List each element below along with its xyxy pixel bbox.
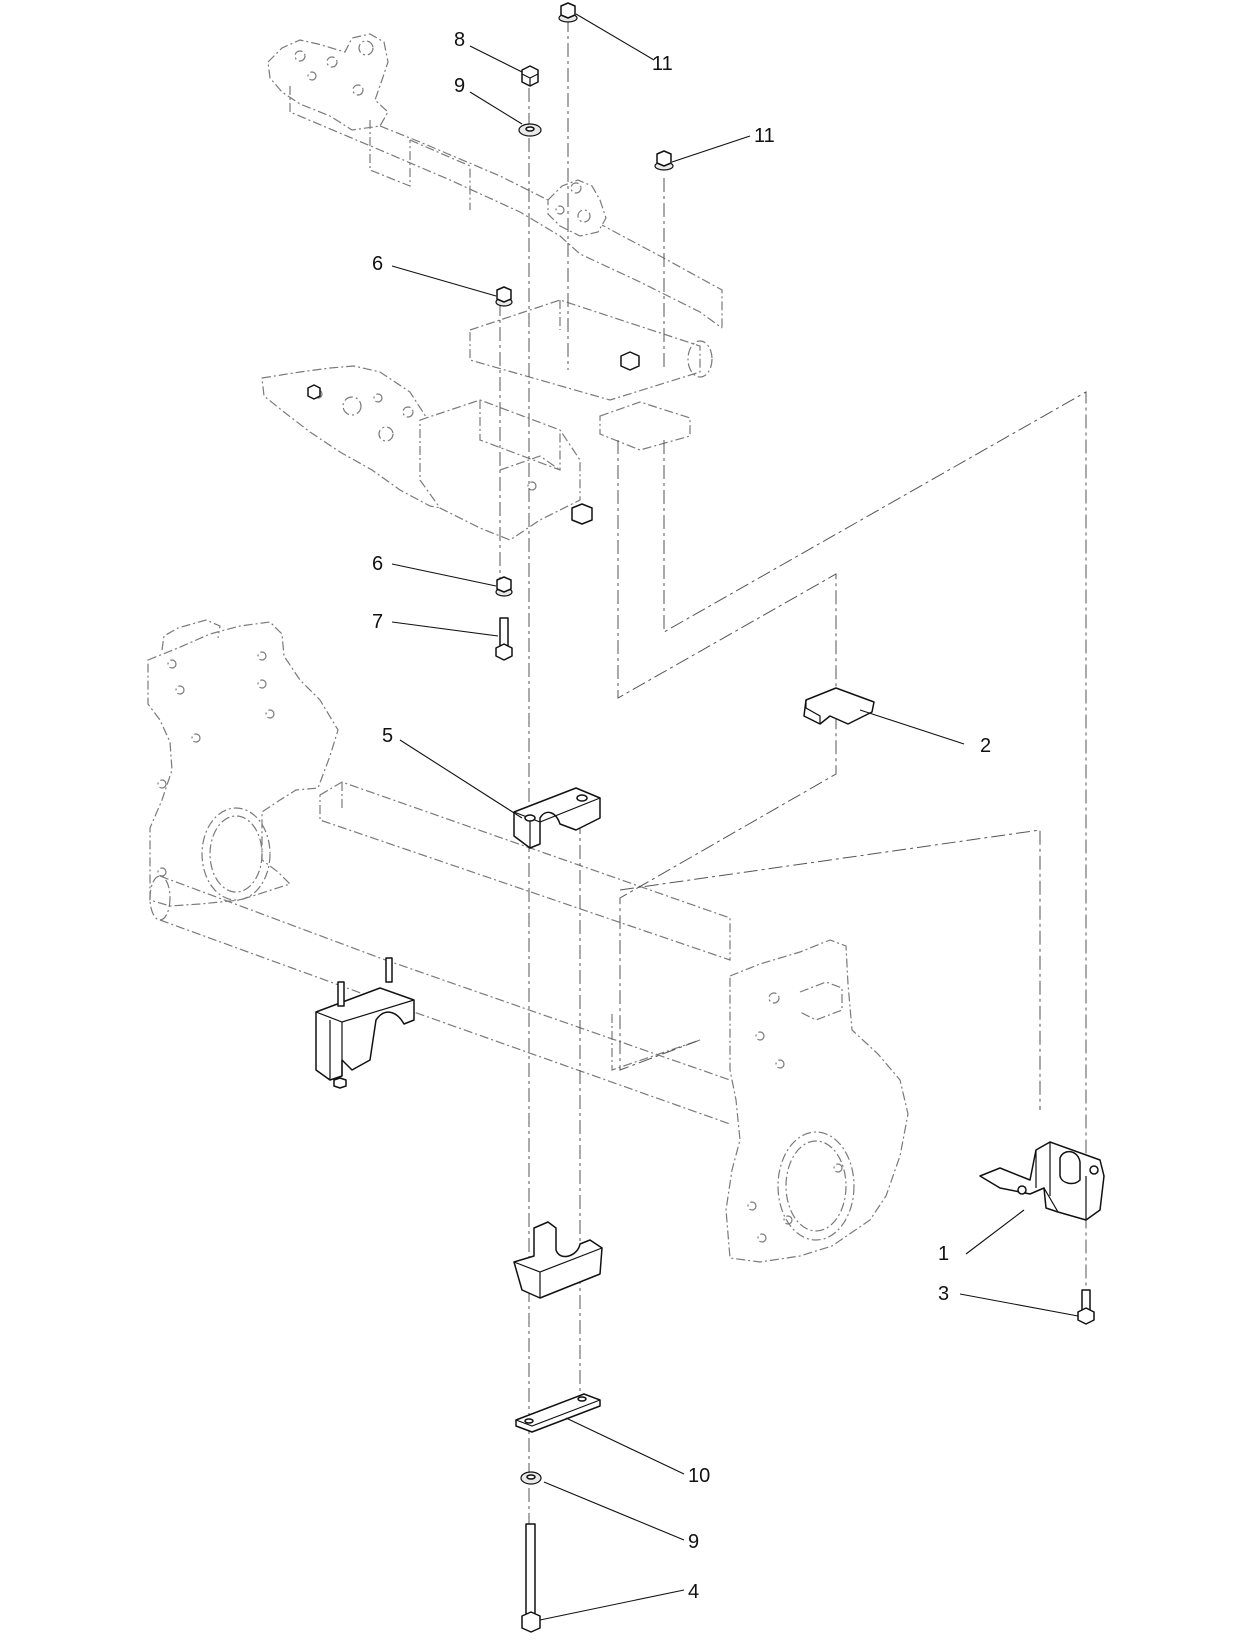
part-6-nut-upper [495, 286, 513, 307]
callout-5: 5 [382, 725, 393, 747]
callout-labels: 8 9 11 11 6 6 7 5 2 1 3 10 9 4 [372, 29, 991, 1603]
callout-1: 1 [938, 1243, 949, 1265]
part-10-plate [515, 1393, 601, 1433]
part-1-bracket [979, 1141, 1105, 1221]
part-9-washer-top [518, 123, 542, 137]
callout-11-right: 11 [754, 125, 775, 147]
upper-frame-ghost [261, 33, 723, 541]
part-11-flange-nut-a [558, 2, 578, 23]
part-3-bolt [1077, 1289, 1095, 1325]
callout-11-top: 11 [652, 53, 673, 75]
saddle-clamp-lower [513, 1221, 603, 1299]
leader-lines [391, 13, 1079, 1621]
lower-frame-ghost [147, 619, 909, 1263]
callout-3: 3 [938, 1283, 949, 1305]
part-7-bolt [495, 617, 513, 661]
callout-10: 10 [688, 1465, 710, 1487]
part-9-washer-bottom [520, 1471, 542, 1485]
part-8-nut [521, 65, 539, 87]
callout-2: 2 [980, 735, 991, 757]
part-5-saddle-clamp-upper [513, 787, 601, 849]
part-2-pad [803, 687, 875, 725]
callout-6-upper: 6 [372, 253, 383, 275]
callout-4: 4 [688, 1581, 699, 1603]
callout-8: 8 [454, 29, 465, 51]
assembled-clamp-on-tube [315, 957, 415, 1089]
callout-9-top: 9 [454, 75, 465, 97]
part-6-nut-lower [495, 576, 513, 597]
assembly-center-lines [499, 18, 1087, 1610]
part-4-long-bolt [521, 1523, 541, 1633]
callout-6-lower: 6 [372, 553, 383, 575]
frame-mounted-nuts [307, 351, 640, 525]
callout-7: 7 [372, 611, 383, 633]
part-11-flange-nut-b [654, 150, 674, 171]
callout-9-bottom: 9 [688, 1531, 699, 1553]
